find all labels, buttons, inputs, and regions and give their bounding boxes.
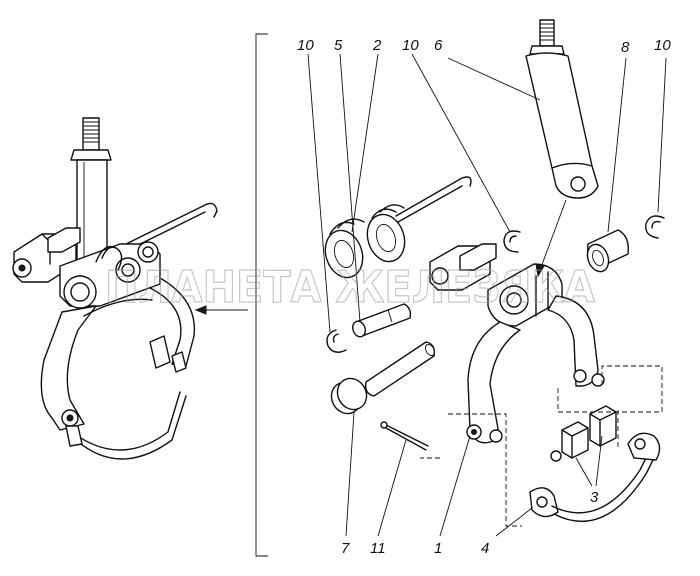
- assembled-fork-ring: [40, 277, 196, 460]
- callout-6: 6: [434, 37, 443, 54]
- part-2-torsion-spring: [324, 176, 472, 279]
- callout-5: 5: [334, 37, 343, 54]
- assembly-guide-lines: [420, 365, 663, 527]
- callout-7: 7: [341, 540, 350, 557]
- part-3-shoe-pads: [550, 405, 617, 462]
- callout-10: 10: [402, 37, 419, 54]
- callout-3: 3: [590, 489, 599, 506]
- callout-labels: 10 5 2 10 6 8 10 7 11 1 4 3: [297, 37, 671, 557]
- assembled-pivot: [59, 241, 161, 309]
- callout-10: 10: [654, 37, 671, 54]
- callout-10: 10: [297, 37, 314, 54]
- part-11-cotter-pin: [380, 421, 429, 451]
- callout-1: 1: [434, 540, 442, 557]
- callout-2: 2: [372, 37, 382, 54]
- assembled-spring-rod: [109, 202, 218, 253]
- part-7-long-pin: [330, 341, 436, 415]
- watermark-text: ПЛАНЕТА ЖЕЛЕЗЯКА: [105, 262, 595, 313]
- part-6-actuator-rod: [525, 19, 599, 199]
- part-10-clip-c: [645, 215, 665, 239]
- part-1-fork-body: [429, 243, 605, 444]
- part-4-clamp-band: [529, 432, 661, 522]
- callout-8: 8: [621, 39, 630, 56]
- callout-11: 11: [370, 540, 386, 557]
- part-10-clip-b: [503, 230, 521, 253]
- assembled-fork-view: [12, 117, 248, 460]
- leader-lines: [307, 53, 667, 537]
- part-10-clip-a: [326, 329, 347, 353]
- assembled-stud: [70, 117, 112, 261]
- part-5-pin: [352, 303, 412, 338]
- callout-4: 4: [481, 540, 489, 557]
- part-8-bushing: [586, 229, 629, 273]
- group-bracket: [255, 33, 268, 557]
